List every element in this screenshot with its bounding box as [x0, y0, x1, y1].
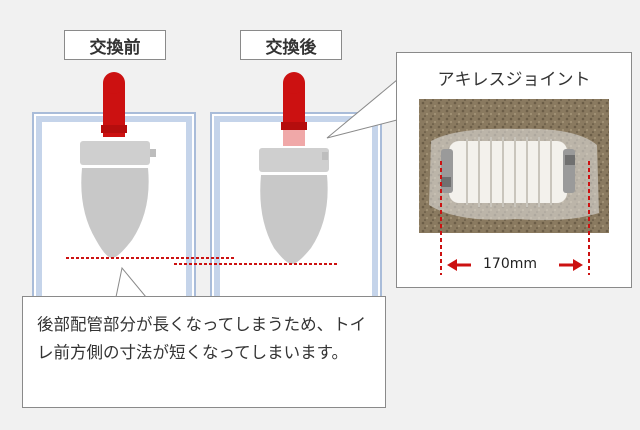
label-before: 交換前 — [64, 30, 166, 60]
toilet-after — [259, 148, 329, 264]
joint-photo — [419, 99, 609, 275]
photo-title: アキレスジョイント — [437, 70, 591, 90]
pipe-before — [101, 72, 127, 137]
text-callout-pointer — [115, 266, 148, 298]
photo-callout-pointer — [326, 78, 398, 139]
toilet-before — [80, 141, 156, 258]
photo-panel: アキレスジョイント — [396, 52, 632, 288]
explanation-callout: 後部配管部分が長くなってしまうため、トイレ前方側の寸法が短くなってしまいます。 — [22, 296, 386, 408]
bellows-joint — [441, 137, 575, 207]
label-after: 交換後 — [240, 30, 342, 60]
dimension-label: 170mm — [483, 256, 537, 272]
explanation-text: 後部配管部分が長くなってしまうため、トイレ前方側の寸法が短くなってしまいます。 — [37, 315, 367, 362]
pipe-after — [281, 72, 307, 146]
